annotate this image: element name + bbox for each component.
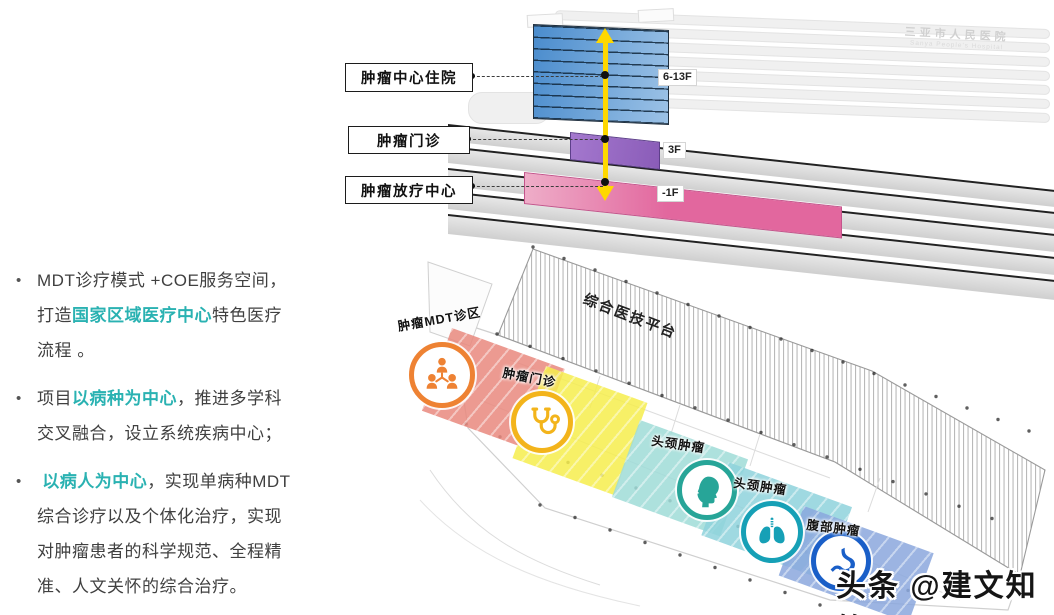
site-road-curve [419,499,641,607]
floor-range-tag: -1F [657,185,684,202]
bullet-line: 交叉融合，设立系统疾病中心； [37,424,282,443]
bullet-line: 综合诊疗以及个体化治疗，实现 [37,507,282,526]
bullet-item: • 项目以病种为中心，推进多学科交叉融合，设立系统疾病中心； [16,381,322,451]
bullet-line: 以病人为中心，实现单病种MDT [42,472,291,491]
bullet-item: • MDT诊疗模式 +COE服务空间， 打造国家区域医疗中心特色医疗流程 。 [16,263,322,368]
bullet-marker: • [16,272,22,289]
bullet-item: • 以病人为中心，实现单病种MDT 综合诊疗以及个体化治疗，实现对肿瘤患者的科学规… [16,464,322,604]
bullet-marker: • [16,390,22,407]
stomach-icon [811,531,871,591]
bullet-line: 对肿瘤患者的科学规范、全程精 [37,542,282,561]
roof-tab [637,8,675,23]
connector-dot [601,178,609,186]
vertical-flow-arrow [603,42,608,188]
bullet-line: 打造国家区域医疗中心特色医疗 [37,306,282,325]
bullet-line: 流程 。 [37,341,95,360]
arrow-up-icon [596,28,614,43]
stethoscope-icon [511,391,573,453]
dashed-connector [468,139,603,140]
dashed-connector [472,186,603,187]
floor-label-box: 肿瘤中心住院 [345,63,473,92]
floor-label-box: 肿瘤门诊 [348,126,470,154]
floor-label-box: 肿瘤放疗中心 [345,176,473,204]
bullet-line: MDT诊疗模式 +COE服务空间， [37,271,287,290]
bullet-marker: • [16,473,22,490]
connector-dot [601,135,609,143]
mdt-team-icon [409,342,475,408]
floor-range-tag: 6-13F [658,69,697,86]
bullet-line: 项目以病种为中心，推进多学科 [37,389,282,408]
bullet-line: 准、人文关怀的综合治疗。 [37,577,247,596]
floor-range-tag: 3F [663,142,686,159]
dashed-connector [472,76,603,77]
connector-dot [601,71,609,79]
key-points-text: • MDT诊疗模式 +COE服务空间， 打造国家区域医疗中心特色医疗流程 。 • 项目以… [16,263,322,615]
lungs-icon [741,501,803,563]
site-road-curve [429,469,601,586]
watermark-text: 头条 @建文知筑 [836,570,1038,615]
head-profile-icon [677,460,737,520]
arrow-down-icon [596,186,614,201]
